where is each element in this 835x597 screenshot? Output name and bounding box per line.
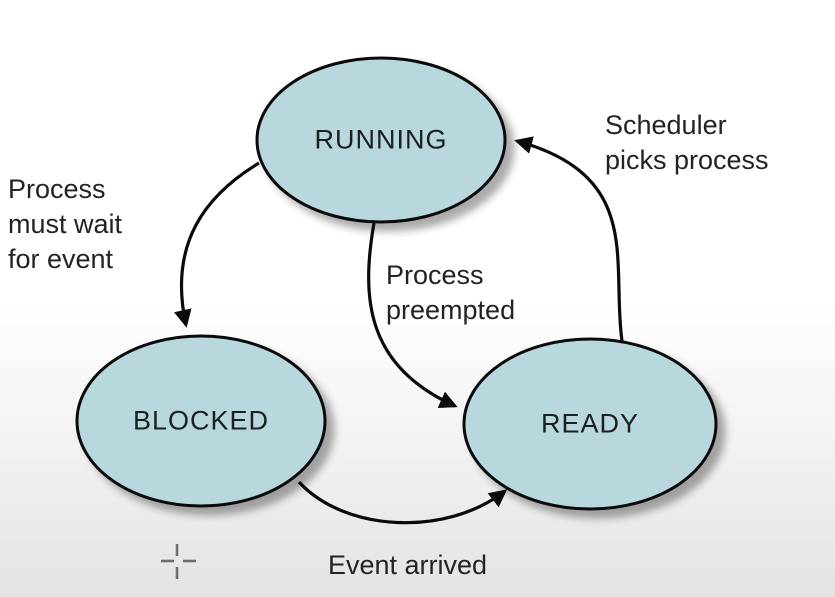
- edge-running-to-blocked: [174, 161, 260, 328]
- edge-running-to-ready: [367, 222, 458, 408]
- crosshair-cursor-icon: [161, 544, 196, 579]
- edge-label-event-arrived: Event arrived: [328, 548, 487, 583]
- edge-label-line: for event: [8, 244, 114, 274]
- edge-label-line: picks process: [605, 145, 769, 175]
- edge-label-line: Scheduler: [605, 110, 727, 140]
- edge-label-line: Process: [8, 174, 106, 204]
- state-label-ready: READY: [540, 408, 640, 439]
- edge-label-line: Event arrived: [328, 550, 488, 580]
- edge-ready-to-running: [514, 136, 624, 342]
- edge-label-line: must wait: [8, 209, 123, 239]
- edge-label-process-must-wait: Process must wait for event: [8, 172, 122, 277]
- edge-label-scheduler-picks: Scheduler picks process: [605, 108, 769, 178]
- edge-label-process-preempted: Process preempted: [386, 258, 515, 328]
- edge-label-line: Process: [386, 260, 484, 290]
- state-node-ready: [462, 337, 718, 511]
- state-node-blocked: [75, 334, 327, 508]
- state-node-running: [255, 56, 507, 224]
- state-label-running: RUNNING: [314, 124, 448, 155]
- state-label-blocked: BLOCKED: [132, 405, 270, 436]
- edge-label-line: preempted: [386, 295, 516, 325]
- edge-blocked-to-ready: [297, 480, 508, 525]
